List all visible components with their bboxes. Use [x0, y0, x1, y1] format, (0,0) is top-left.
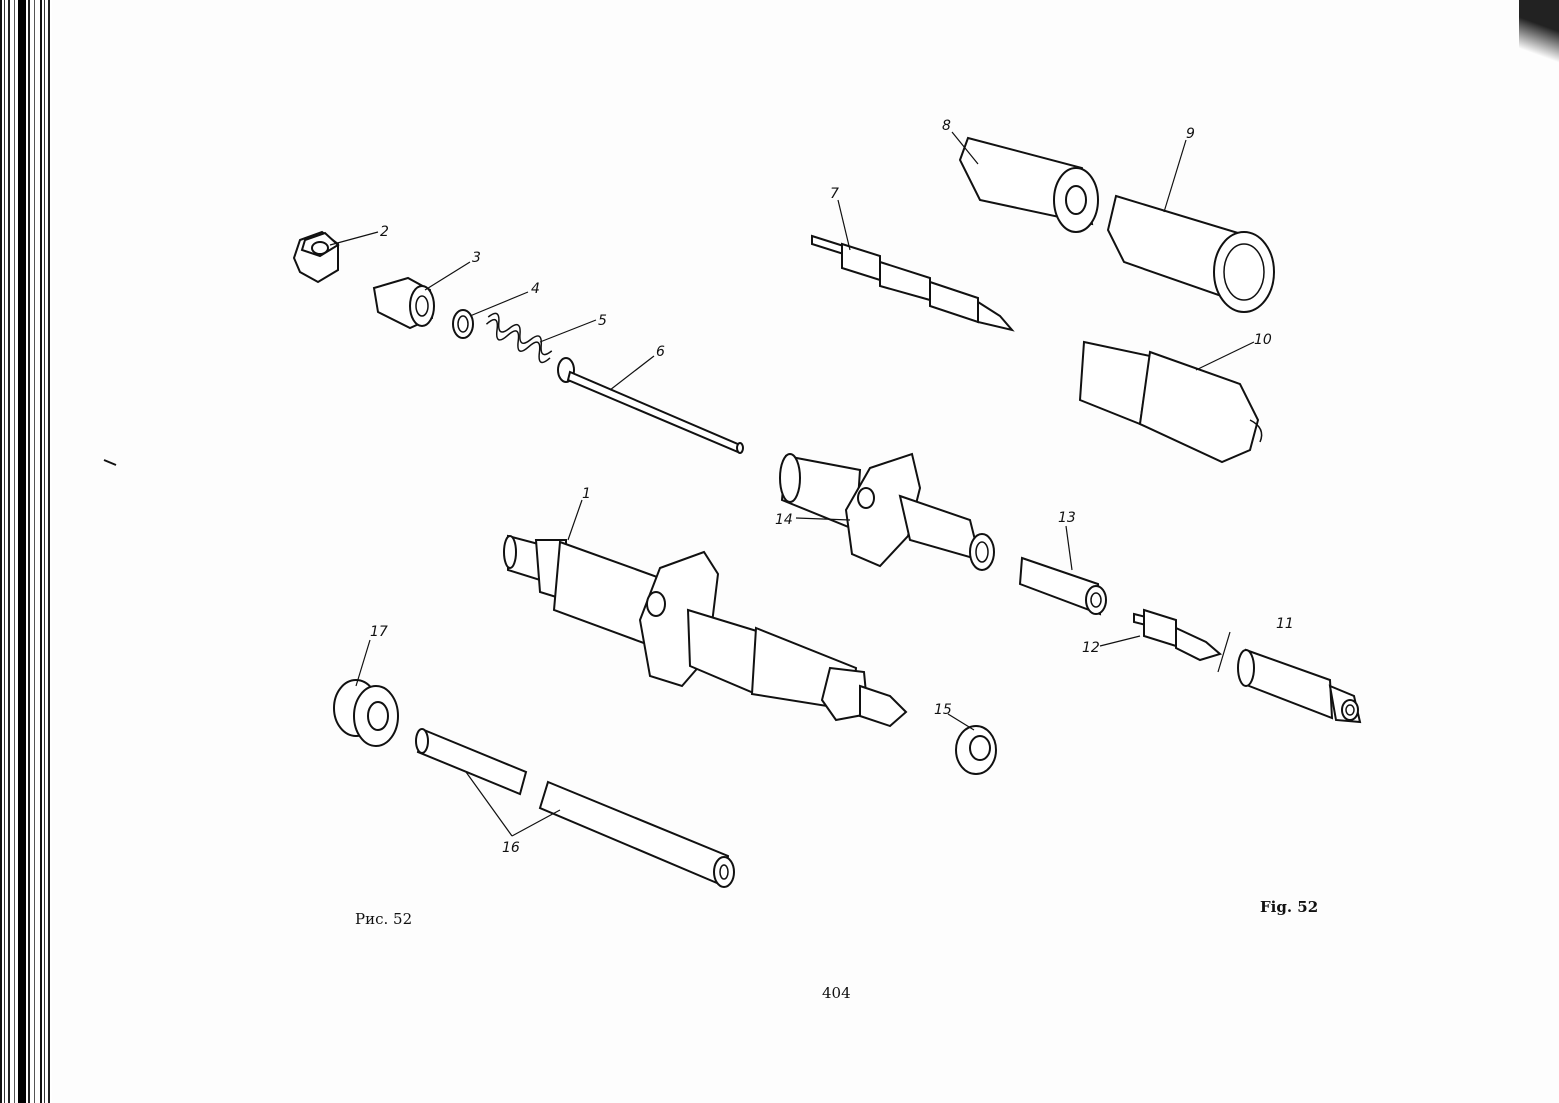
label-5: 5 [598, 313, 607, 329]
caption-russian: Рис. 52 [355, 910, 413, 928]
leader-lines [329, 131, 1255, 837]
part-10-cap-nut [1078, 340, 1263, 464]
part-labels: 1 2 3 4 5 6 7 8 9 10 11 12 13 14 15 16 1… [370, 118, 1294, 856]
page-binding-edge [18, 0, 26, 1103]
part-6-push-rod [557, 357, 744, 454]
label-14: 14 [775, 512, 793, 528]
part-3-adjusting-screw [372, 276, 435, 330]
part-16-tube [415, 728, 735, 888]
part-17-flanged-bushing [333, 679, 399, 747]
part-2-hex-nut [292, 230, 340, 284]
page-number: 404 [822, 984, 851, 1002]
page-binding-shadow [0, 0, 52, 1103]
label-1: 1 [582, 486, 591, 502]
part-13-bushing [1018, 556, 1107, 616]
stray-mark [103, 459, 117, 466]
label-16: 16 [502, 840, 520, 856]
label-17: 17 [370, 624, 388, 640]
part-9-sleeve [1106, 194, 1275, 313]
label-4: 4 [531, 281, 540, 297]
label-13: 13 [1058, 510, 1076, 526]
part-7-needle [811, 234, 1015, 332]
label-10: 10 [1254, 332, 1272, 348]
label-12: 12 [1082, 640, 1100, 656]
label-2: 2 [380, 224, 389, 240]
page-corner-shadow [1519, 0, 1559, 90]
part-4-washer [452, 309, 474, 339]
label-6: 6 [656, 344, 665, 360]
label-9: 9 [1186, 126, 1195, 142]
part-8-atomizer [958, 136, 1099, 233]
label-8: 8 [942, 118, 951, 134]
caption-english: Fig. 52 [1260, 898, 1319, 916]
label-7: 7 [830, 186, 839, 202]
part-12-small-needle [1133, 608, 1223, 662]
part-14-flanged-body [779, 452, 995, 571]
label-11: 11 [1276, 616, 1294, 632]
part-15-sealing-washer [955, 725, 997, 775]
part-1-injector-body [503, 534, 908, 728]
part-11-fitting [1237, 648, 1362, 724]
label-15: 15 [934, 702, 952, 718]
part-5-spring [485, 312, 553, 364]
label-3: 3 [472, 250, 481, 266]
